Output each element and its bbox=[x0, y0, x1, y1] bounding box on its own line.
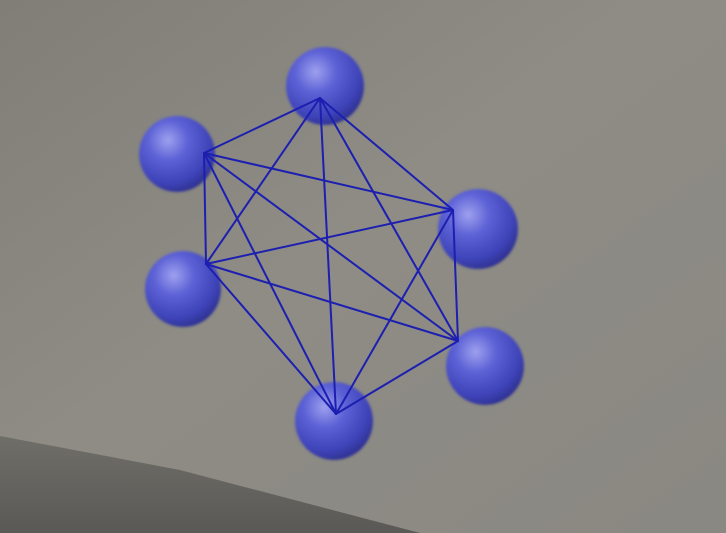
sphere-node bbox=[286, 47, 364, 125]
sphere-node bbox=[438, 189, 518, 269]
